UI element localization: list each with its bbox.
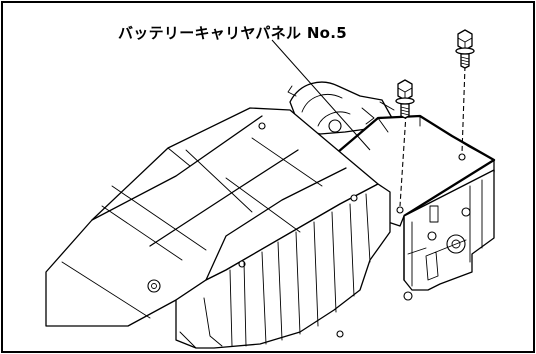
panel-label: バッテリーキャリヤパネル No.5 [118,24,348,42]
bolt-alignment-line [399,113,407,207]
bolt-alignment-line [461,65,466,154]
label-leader-line [271,39,371,151]
bolt-icon [455,29,475,69]
end-plate [403,169,495,301]
rear-bracket [287,81,395,135]
bolt-icon [395,79,415,119]
battery-cover [45,107,391,349]
